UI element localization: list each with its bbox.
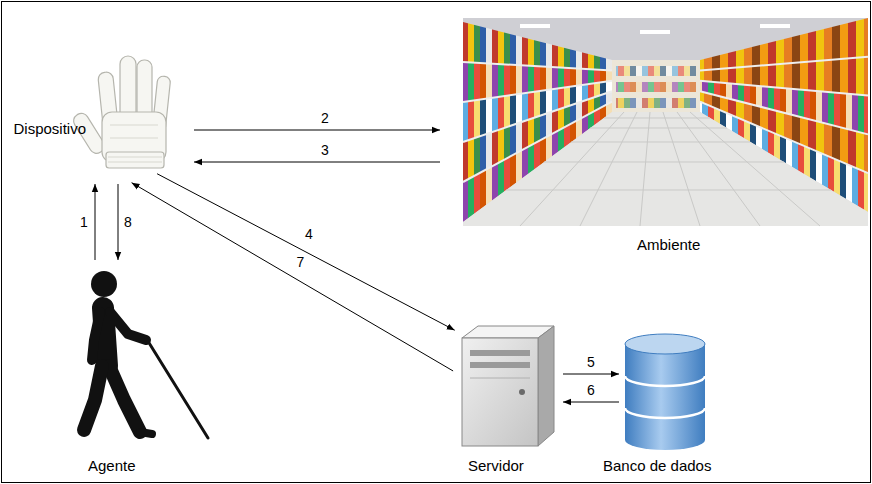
agent-figure: Agente xyxy=(76,268,212,442)
flow-arrow xyxy=(563,402,619,403)
flow-arrow xyxy=(95,184,96,260)
step-number: 6 xyxy=(585,382,597,398)
database-node: Banco de dados xyxy=(622,332,708,452)
flow-arrow xyxy=(194,130,440,131)
step-number: 5 xyxy=(585,354,597,370)
database-cylinder xyxy=(625,334,705,450)
node-caption: Ambiente xyxy=(637,236,700,254)
step-number: 4 xyxy=(303,226,315,242)
flow-arrow xyxy=(194,162,440,163)
flow-arrow xyxy=(118,184,119,260)
server-tower xyxy=(462,326,554,446)
step-number: 2 xyxy=(319,110,331,126)
glove-picture xyxy=(71,56,171,168)
node-caption: Banco de dados xyxy=(603,457,711,475)
step-number: 7 xyxy=(294,254,306,270)
flow-arrow xyxy=(563,374,619,375)
node-caption: Servidor xyxy=(468,457,524,475)
blind-person-figure xyxy=(84,271,208,438)
environment-photo: Ambiente xyxy=(463,18,868,226)
flow-arrow xyxy=(132,183,454,371)
step-number: 3 xyxy=(319,142,331,158)
supermarket-photo xyxy=(463,18,868,226)
step-number: 1 xyxy=(78,214,90,230)
step-number: 8 xyxy=(122,214,134,230)
node-caption: Agente xyxy=(88,457,136,475)
flow-arrow xyxy=(157,174,455,330)
server-node: Servidor xyxy=(460,324,556,448)
device-glove: Dispositivo xyxy=(90,52,172,170)
node-caption: Dispositivo xyxy=(13,120,86,138)
